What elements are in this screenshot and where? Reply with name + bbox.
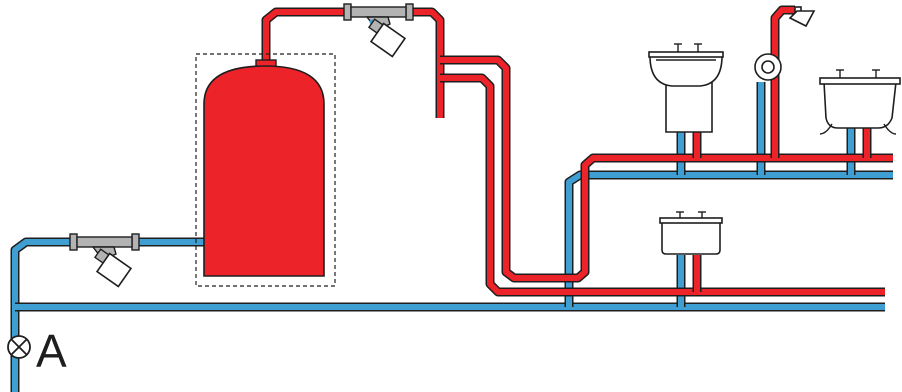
bathtub-icon — [819, 69, 901, 135]
inlet-label: A — [36, 325, 67, 377]
sink-icon — [659, 211, 723, 255]
water-heater-tank-icon — [195, 53, 336, 287]
hot-water-pipes — [261, 5, 893, 297]
washbasin-icon — [648, 43, 724, 133]
hot-outlet-valve-icon — [343, 3, 414, 58]
cold-inlet-valve-icon — [69, 233, 140, 288]
shower-head-icon — [754, 6, 816, 81]
shutoff-valve-icon — [7, 335, 31, 359]
cold-water-pipes — [10, 82, 893, 392]
